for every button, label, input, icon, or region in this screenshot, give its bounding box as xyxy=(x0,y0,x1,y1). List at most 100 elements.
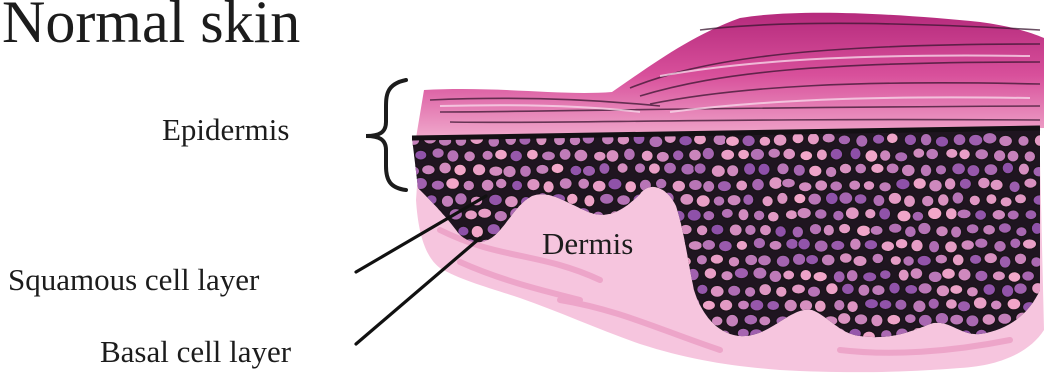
epidermal-cell xyxy=(842,283,855,294)
epidermal-cell xyxy=(729,224,742,236)
epidermal-cell xyxy=(831,240,845,250)
epidermal-cell xyxy=(455,193,468,205)
epidermal-cell xyxy=(929,179,943,192)
epidermal-cell xyxy=(986,194,997,205)
epidermal-cell xyxy=(994,240,1007,252)
epidermal-cell xyxy=(929,240,940,253)
epidermal-cell xyxy=(486,315,500,328)
epidermal-cell xyxy=(594,151,607,161)
epidermal-cell xyxy=(694,163,706,174)
epidermal-cell xyxy=(975,210,987,221)
epidermal-cell xyxy=(825,166,837,177)
epidermal-cell xyxy=(816,149,827,161)
epidermal-cell xyxy=(750,299,764,311)
epidermal-cell xyxy=(807,286,820,297)
epidermal-cell xyxy=(543,181,554,193)
epidermal-cell xyxy=(999,256,1011,269)
epidermal-cell xyxy=(950,314,964,325)
epidermal-cell xyxy=(1007,150,1019,162)
epidermal-cell xyxy=(879,299,892,309)
epidermal-cell xyxy=(935,165,946,175)
epidermal-cell xyxy=(905,284,918,294)
epidermal-cell xyxy=(1033,195,1046,206)
epidermal-cell xyxy=(983,224,996,235)
epidermal-cell xyxy=(721,149,735,160)
epidermal-cell xyxy=(798,182,812,192)
epidermal-cell xyxy=(999,135,1013,146)
epidermal-cell xyxy=(606,150,619,163)
epidermal-cell xyxy=(912,211,924,221)
epidermal-cell xyxy=(432,148,444,159)
epidermal-cell xyxy=(478,301,491,312)
epidermal-cell xyxy=(589,331,603,343)
epidermal-cell xyxy=(967,165,980,177)
epidermal-cell xyxy=(551,163,564,174)
epidermal-cell xyxy=(696,195,710,208)
epidermal-cell xyxy=(952,254,964,266)
epidermal-cell xyxy=(966,287,978,298)
epidermal-cell xyxy=(1007,210,1019,220)
epidermal-cell xyxy=(918,222,931,234)
epidermal-cell xyxy=(957,209,971,219)
epidermal-cell xyxy=(966,224,979,234)
epidermal-cell xyxy=(559,178,572,190)
epidermal-cell xyxy=(863,181,875,191)
epidermal-cell xyxy=(946,148,958,158)
epidermal-cell xyxy=(806,254,819,264)
epidermal-cell xyxy=(1024,178,1037,188)
epidermal-cell xyxy=(745,254,758,265)
epidermal-cell xyxy=(792,226,804,238)
epidermal-cell xyxy=(744,163,756,176)
dermis-label: Dermis xyxy=(542,226,633,262)
epidermal-cell xyxy=(904,314,916,324)
epidermal-cell xyxy=(759,316,771,326)
epidermal-cell xyxy=(920,133,932,146)
epidermal-cell xyxy=(1018,163,1029,175)
epidermal-cell xyxy=(482,150,493,160)
epidermal-cell xyxy=(777,163,789,175)
epidermal-cell xyxy=(711,224,724,235)
epidermal-cell xyxy=(847,301,859,313)
epidermal-cell xyxy=(1025,210,1037,220)
epidermal-cell xyxy=(415,150,427,160)
epidermal-cell xyxy=(856,135,868,148)
epidermal-cell xyxy=(717,181,731,192)
epidermal-cell xyxy=(544,331,558,341)
epidermal-cell xyxy=(855,163,867,174)
epidermal-cell xyxy=(945,241,958,253)
epidermal-cell xyxy=(897,210,911,222)
epidermal-cell xyxy=(511,329,524,340)
epidermal-cell xyxy=(656,151,669,162)
epidermal-cell xyxy=(872,253,884,264)
epidermal-cell xyxy=(641,150,653,162)
epidermal-cell xyxy=(890,256,901,266)
epidermal-cell xyxy=(434,331,447,342)
epidermal-cell xyxy=(814,240,828,252)
epidermal-cell xyxy=(1022,239,1036,249)
epidermal-cell xyxy=(990,179,1003,190)
epidermal-cell xyxy=(800,151,813,161)
epidermal-cell xyxy=(1009,181,1020,193)
epidermal-cell xyxy=(797,207,811,218)
epidermal-cell xyxy=(975,149,989,160)
epidermal-cell xyxy=(505,196,519,208)
epidermal-cell xyxy=(952,192,964,204)
squamous-cell-layer-label: Squamous cell layer xyxy=(8,262,259,298)
epidermal-cell xyxy=(830,148,843,160)
epidermal-cell xyxy=(498,301,510,313)
epidermal-cell xyxy=(702,239,716,250)
epidermal-cell xyxy=(886,163,899,174)
epidermal-cell xyxy=(823,224,834,236)
epidermal-cell xyxy=(599,163,610,175)
epidermal-cell xyxy=(664,162,677,174)
epidermal-cell xyxy=(560,328,574,340)
epidermal-cell xyxy=(920,164,932,177)
epidermal-cell xyxy=(821,254,835,266)
epidermis-label: Epidermis xyxy=(162,112,289,148)
epidermal-cell xyxy=(809,223,821,234)
epidermal-cell xyxy=(495,149,508,160)
epidermal-cell xyxy=(416,270,428,280)
epidermal-cell xyxy=(1008,272,1021,283)
epidermal-cell xyxy=(511,300,524,311)
epidermal-cell xyxy=(465,330,477,341)
